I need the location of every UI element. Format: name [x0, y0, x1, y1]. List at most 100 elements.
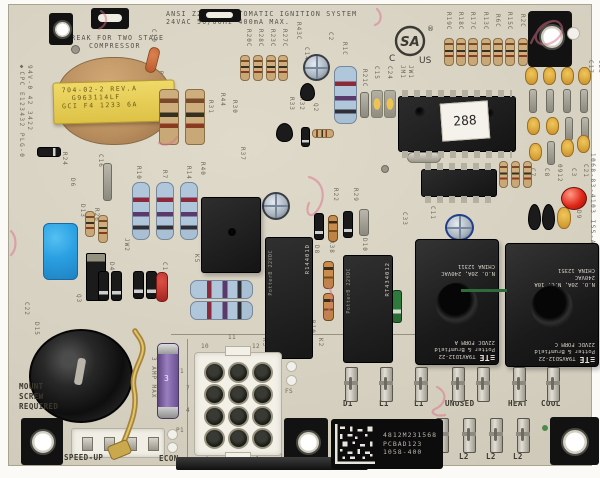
connector-socket: [203, 383, 225, 405]
relay-k1-part: RT434012: [385, 262, 391, 297]
silk-label: R17C: [469, 12, 476, 31]
silk-label: FS: [285, 388, 294, 395]
relay-k2-sub: PotterB 22VDC: [268, 250, 274, 296]
led-indicator: [561, 187, 587, 210]
silk-label: C7: [529, 168, 536, 178]
resistor: [547, 141, 555, 165]
connector-socket: [203, 427, 225, 449]
resistor: [546, 89, 554, 113]
transistor: [276, 123, 293, 142]
capacitor: [561, 67, 574, 85]
silk-label: ECON: [159, 454, 179, 463]
resistor: [493, 38, 503, 66]
silk-label: D9: [575, 210, 582, 220]
fuse-f1: 3: [157, 343, 179, 419]
silk-label: C15: [373, 66, 380, 80]
power-resistor: [190, 301, 253, 320]
silk-label: JM1: [399, 65, 406, 79]
ic-dimple: [415, 107, 425, 117]
connector-socket: [251, 405, 273, 427]
resistor: [529, 89, 537, 113]
spade-terminal: [516, 418, 530, 453]
silk-label: R1C: [341, 42, 348, 56]
silk-label: Q3: [75, 294, 82, 304]
te-logo: ≡TE: [479, 353, 495, 362]
silk-label: C1: [161, 262, 168, 272]
silk-label: 3 AMP MAX: [150, 357, 157, 399]
connector-socket: [227, 361, 249, 383]
relay-te-right: ≡TE T9AV5D12-22 Potter & Brumfield 22VDC…: [505, 243, 599, 367]
compressor-note-line1: BREAK FOR TWO STAGE: [66, 34, 165, 42]
label-line1: 4812M231568: [383, 431, 438, 440]
silk-label: D10: [361, 238, 368, 252]
power-resistor: [334, 66, 357, 124]
silk-label: MOUNT: [19, 382, 44, 391]
silk-label: R32: [298, 97, 305, 111]
silk-label: R33: [288, 97, 295, 111]
silk-label: 4: [186, 407, 191, 414]
capacitor: [561, 139, 574, 157]
silk-label: C33: [401, 212, 408, 226]
te-right-part: T9AV5D12-22: [538, 355, 576, 361]
resistor: [253, 55, 263, 81]
te-left-part: T9AV1D12-22: [438, 353, 476, 359]
diode: [111, 271, 122, 301]
silk-label: COOL: [541, 399, 561, 408]
silk-label: L1: [414, 399, 424, 408]
silk-label: P1: [176, 427, 185, 434]
silk-label: K3: [261, 338, 268, 347]
silk-label: R20C: [245, 29, 252, 48]
diode: [98, 271, 109, 301]
silk-label: L1: [379, 399, 389, 408]
board-edge-slot: [176, 457, 368, 470]
diode: [133, 271, 144, 299]
silk-label: D6: [69, 178, 76, 188]
silk-label: D8: [313, 245, 320, 255]
spade-terminal: [462, 418, 476, 453]
silk-label: R26: [93, 208, 100, 222]
silk-label: R21C: [361, 69, 368, 88]
electrolytic-capacitor: [262, 192, 290, 220]
resistor: [328, 215, 338, 242]
connector-tab-top: [225, 346, 251, 356]
mounting-hole-top-right: [539, 24, 565, 50]
silk-label: R28C: [257, 29, 264, 48]
resistor: [505, 38, 515, 66]
electrolytic-capacitor: [303, 54, 330, 81]
csa-us: US: [419, 56, 432, 65]
board-slot-2: [206, 12, 233, 18]
csa-c: C: [389, 54, 395, 64]
diode: [314, 213, 324, 240]
silk-label: D4: [108, 262, 115, 272]
spade-terminal: [379, 367, 393, 402]
relay-armature-circle: [531, 285, 573, 328]
silk-label: 12: [252, 343, 261, 350]
silk-label: R38: [328, 240, 335, 254]
diode: [301, 127, 310, 147]
capacitor: [577, 135, 590, 153]
fuse-cap-bottom: [158, 407, 178, 418]
fs-pad: [286, 361, 297, 372]
resistor: [266, 55, 276, 81]
silk-label: R15C: [506, 12, 513, 31]
silk-label: D1: [343, 399, 353, 408]
mounting-hole-top-left: [53, 20, 72, 39]
ic-288-text: 288: [452, 112, 478, 130]
resistor: [444, 38, 454, 66]
econ-pad: [167, 429, 178, 440]
relay-k5: [201, 197, 261, 273]
spade-terminal: [489, 418, 503, 453]
silk-label: F1: [176, 368, 185, 375]
connector-socket: [251, 383, 273, 405]
power-resistor: [156, 182, 174, 240]
csa-monogram: SA: [400, 35, 419, 50]
transistor: [528, 204, 541, 230]
silk-label: C11: [429, 206, 436, 220]
green-dot: [542, 425, 548, 431]
silk-label: UNUSED: [445, 399, 475, 408]
te-left-contact: N.O. 20A, 240VAC: [441, 270, 495, 276]
silk-label: L2: [459, 452, 469, 461]
diode: [343, 211, 353, 238]
resistor: [565, 117, 573, 141]
